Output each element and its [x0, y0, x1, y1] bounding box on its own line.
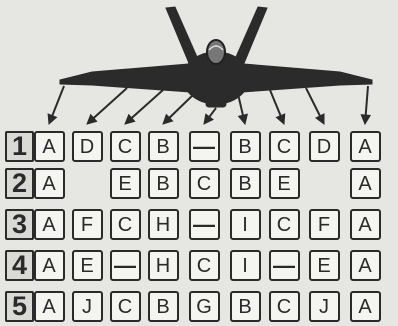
grid-cell: E — [72, 250, 103, 281]
cell-letter: B — [156, 297, 169, 317]
cell-letter: E — [118, 174, 131, 194]
row-number-3: 3 — [5, 209, 34, 240]
grid-cell: E — [110, 168, 141, 199]
grid-cell: C — [269, 209, 300, 240]
grid-cell: H — [148, 250, 179, 281]
grid-cell: C — [189, 250, 220, 281]
grid-cell: H — [148, 209, 179, 240]
grid-cell: A — [350, 168, 381, 199]
grid-cell: — — [189, 131, 220, 162]
cell-letter: C — [118, 297, 132, 317]
grid-cell: D — [309, 131, 340, 162]
cell-letter: I — [242, 256, 248, 276]
cell-letter: A — [358, 137, 371, 157]
cell-letter: A — [358, 297, 371, 317]
grid-cell: F — [72, 209, 103, 240]
grid-cell: B — [148, 131, 179, 162]
cell-letter: C — [197, 174, 211, 194]
cell-letter: A — [358, 174, 371, 194]
cell-letter: E — [80, 256, 93, 276]
cell-letter: B — [238, 297, 251, 317]
cell-letter: C — [277, 297, 291, 317]
grid-cell: B — [230, 131, 261, 162]
cell-letter: — — [114, 255, 136, 277]
grid-cell: A — [350, 291, 381, 322]
cell-letter: F — [81, 215, 93, 235]
grid-cell: — — [189, 209, 220, 240]
cell-letter: D — [317, 137, 331, 157]
grid-cell: A — [34, 250, 65, 281]
cell-letter: — — [193, 136, 215, 158]
grid-cell: E — [309, 250, 340, 281]
cell-letter: B — [156, 174, 169, 194]
cell-letter: F — [318, 215, 330, 235]
grid-cell: A — [34, 209, 65, 240]
cell-letter: C — [197, 256, 211, 276]
cell-letter: D — [80, 137, 94, 157]
cell-letter: I — [242, 215, 248, 235]
grid-cell: F — [309, 209, 340, 240]
cell-letter: B — [156, 137, 169, 157]
cell-letter: J — [319, 297, 329, 317]
cell-letter: C — [277, 215, 291, 235]
cell-letter: C — [118, 137, 132, 157]
cell-letter: E — [317, 256, 330, 276]
row-number-1: 1 — [5, 131, 34, 162]
grid-cell: C — [269, 131, 300, 162]
grid-cell: C — [269, 291, 300, 322]
cell-letter: J — [82, 297, 92, 317]
grid-cell: C — [110, 209, 141, 240]
cell-letter: A — [358, 215, 371, 235]
grid-cell: B — [148, 168, 179, 199]
grid-cell: I — [230, 209, 261, 240]
grid-cell: B — [230, 291, 261, 322]
cell-letter: — — [273, 255, 295, 277]
grid-cell: J — [309, 291, 340, 322]
grid-cell: B — [148, 291, 179, 322]
row-number-5: 5 — [5, 291, 34, 322]
grid-cell: — — [269, 250, 300, 281]
grid-cell: A — [34, 168, 65, 199]
cell-letter: H — [156, 215, 170, 235]
cell-letter: B — [238, 174, 251, 194]
grid-cell: D — [72, 131, 103, 162]
grid-cell: A — [34, 131, 65, 162]
cell-letter: C — [118, 215, 132, 235]
grid-cell: A — [350, 250, 381, 281]
grid-cell: C — [189, 168, 220, 199]
grid-cell: A — [34, 291, 65, 322]
cell-letter: A — [42, 215, 55, 235]
cell-letter: A — [42, 297, 55, 317]
grid-cell — [309, 168, 340, 199]
cell-letter: A — [42, 256, 55, 276]
grid-cell — [72, 168, 103, 199]
cell-letter: B — [238, 137, 251, 157]
cell-letter: A — [42, 137, 55, 157]
row-number-4: 4 — [5, 250, 34, 281]
grid-cell: C — [110, 131, 141, 162]
cell-letter: C — [277, 137, 291, 157]
cell-letter: E — [277, 174, 290, 194]
grid-cell: C — [110, 291, 141, 322]
cell-letter: A — [42, 174, 55, 194]
cell-letter: — — [193, 214, 215, 236]
row-number-2: 2 — [5, 168, 34, 199]
cell-letter: H — [156, 256, 170, 276]
grid-cell: B — [230, 168, 261, 199]
grid-cell: — — [110, 250, 141, 281]
grid-cell: A — [350, 209, 381, 240]
grid-cell: J — [72, 291, 103, 322]
grid-cell: E — [269, 168, 300, 199]
grid-cell: G — [189, 291, 220, 322]
cell-letter: G — [196, 297, 212, 317]
grid-cell: A — [350, 131, 381, 162]
grid-cell: I — [230, 250, 261, 281]
cell-letter: A — [358, 256, 371, 276]
